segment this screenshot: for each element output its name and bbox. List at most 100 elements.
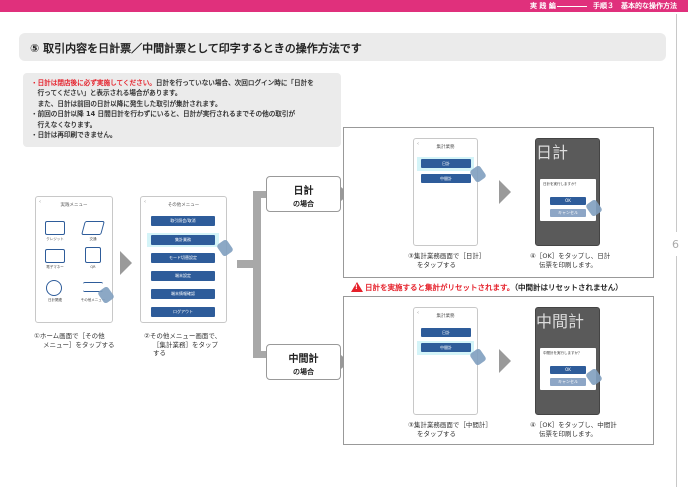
aggregate-screen-phone: ‹ 集計業務 日計 中間計: [413, 307, 487, 415]
section-title-band: ⑤ 取引内容を日計票／中間計票として印字するときの操作方法です: [19, 33, 666, 61]
connector-stem: [237, 260, 261, 268]
transit-card-icon[interactable]: [81, 221, 105, 235]
header-bar: 実 践 編 手順３ 基本的な操作方法: [0, 0, 688, 12]
aggregate-screen-title: 集計業務: [436, 145, 455, 150]
mode-box-daily: 日計 の場合: [266, 176, 341, 212]
mid-button[interactable]: 中間計: [421, 174, 471, 183]
aggregate-screen-phone: ‹ 集計業務 日計 中間計: [413, 138, 487, 246]
daily-dialog-phone: 日計 日計を実行しますか？ OK キャンセル: [535, 138, 603, 246]
header-section: 手順３ 基本的な操作方法: [593, 2, 677, 10]
clock-icon[interactable]: [46, 280, 62, 296]
close-icon: ‹: [417, 141, 419, 147]
step2-caption: ②その他メニュー画面で、 ［集計業務］をタップ する: [144, 332, 221, 358]
home-item-label: 日計関連: [48, 298, 62, 302]
step-arrow-icon: [499, 180, 511, 204]
daily-confirm-dialog: 日計を実行しますか？ OK キャンセル: [540, 179, 596, 221]
mid-dialog-phone: 中間計 中間計を実行しますか？ OK キャンセル: [535, 307, 603, 415]
menu-item-terminal-settings[interactable]: 端末設定: [151, 271, 215, 281]
mode-mid-sub: の場合: [293, 368, 314, 376]
daily-step3-caption: ③集計業務画面で［日計］ をタップする: [408, 252, 485, 269]
menu-item-transaction[interactable]: 取引照会/取消: [151, 216, 215, 226]
emoney-icon[interactable]: [45, 249, 65, 263]
section-title: ⑤ 取引内容を日計票／中間計票として印字するときの操作方法です: [30, 42, 362, 55]
home-item-label: その他メニュー: [80, 298, 106, 302]
mid-step4-caption-line: 伝票を印刷します。: [539, 429, 597, 438]
mid-step3-caption-line: をタップする: [417, 429, 456, 438]
daily-button[interactable]: 日計: [421, 159, 471, 168]
note-line-1-red: ・日計は閉店後に必ず実施してください。: [31, 79, 156, 87]
mid-cancel-button[interactable]: キャンセル: [550, 378, 586, 386]
daily-step3-caption-line: をタップする: [417, 260, 456, 269]
step2-caption-line: ［集計業務］をタップ: [153, 340, 218, 349]
mode-daily-sub: の場合: [293, 200, 314, 208]
warning-text-red: 日計を実施すると集計がリセットされます。: [365, 283, 515, 292]
header-category: 実 践 編: [530, 2, 556, 10]
mid-panel: ‹ 集計業務 日計 中間計 中間計 中間計を実行しますか？ OK キャンセル ③…: [343, 296, 654, 445]
note-line-1-rest: 日計を行っていない場合、次回ログイン時に「日計を: [155, 79, 314, 87]
warning-text: 日計を実施すると集計がリセットされます。（中間計はリセットされません）: [365, 282, 623, 293]
note-line-1: ・日計は閉店後に必ず実施してください。日計を行っていない場合、次回ログイン時に「…: [31, 78, 333, 88]
daily-panel: ‹ 集計業務 日計 中間計 日計 日計を実行しますか？ OK キャンセル ③集計…: [343, 127, 654, 278]
qr-code-icon[interactable]: [85, 247, 101, 263]
step1-caption-line: メニュー］をタップする: [43, 340, 115, 349]
notes-box: ・日計は閉店後に必ず実施してください。日計を行っていない場合、次回ログイン時に「…: [23, 73, 341, 147]
warning-text-rest: （中間計はリセットされません）: [514, 283, 623, 292]
close-icon: ‹: [417, 310, 419, 316]
note-line-2: 行ってください」と表示される場合があります。: [31, 89, 182, 98]
warning-icon: [351, 282, 363, 292]
step2-caption-line: する: [153, 349, 166, 357]
mid-dialog-header: 中間計: [536, 312, 585, 331]
note-line-6: ・日計は再印刷できません。: [31, 131, 117, 140]
close-icon: ‹: [144, 199, 146, 205]
menu-item-mode[interactable]: モード切替設定: [151, 253, 215, 263]
list-menu-icon[interactable]: [83, 282, 103, 292]
margin-line-top: [676, 14, 677, 232]
home-screen-title: 実践メニュー: [60, 203, 88, 208]
step-arrow-icon: [499, 349, 511, 373]
other-menu-phone: ‹ その他メニュー 取引照会/取消 集計業務 モード切替設定 端末設定 端末情報…: [140, 196, 234, 323]
mid-step3-caption: ③集計業務画面で［中間計］ をタップする: [408, 421, 492, 438]
home-item-label: 交通: [89, 237, 97, 241]
mid-confirm-dialog: 中間計を実行しますか？ OK キャンセル: [540, 348, 596, 390]
step-arrow-icon: [120, 251, 132, 275]
mid-dialog-question: 中間計を実行しますか？: [543, 351, 582, 355]
step1-caption: ①ホーム画面で［その他 メニュー］をタップする: [34, 332, 115, 349]
mid-button[interactable]: 中間計: [421, 343, 471, 352]
mid-step4-caption-line: ④［OK］をタップし、中間計: [530, 421, 617, 429]
daily-button[interactable]: 日計: [421, 328, 471, 337]
close-icon: ‹: [39, 199, 41, 205]
other-menu-title: その他メニュー: [167, 203, 200, 208]
note-line-5: 行えなくなります。: [31, 120, 97, 129]
daily-ok-button[interactable]: OK: [550, 197, 586, 205]
daily-step4-caption-line: 伝票を印刷します。: [539, 260, 597, 269]
margin-line-bottom: [676, 256, 677, 487]
header-divider: [557, 6, 587, 7]
menu-item-logout[interactable]: ログアウト: [151, 307, 215, 317]
home-item-label: QR: [90, 265, 96, 269]
daily-cancel-button[interactable]: キャンセル: [550, 209, 586, 217]
step2-caption-line: ②その他メニュー画面で、: [144, 332, 222, 340]
home-item-label: 電子マネー: [46, 265, 64, 269]
menu-item-aggregate[interactable]: 集計業務: [151, 235, 215, 245]
daily-step4-caption-line: ④［OK］をタップし、日計: [530, 252, 611, 260]
mid-step3-caption-line: ③集計業務画面で［中間計］: [408, 421, 492, 429]
step1-caption-line: ①ホーム画面で［その他: [34, 332, 105, 340]
mode-mid-label: 中間計: [288, 354, 319, 365]
aggregate-screen-title: 集計業務: [436, 314, 455, 319]
menu-item-terminal-info[interactable]: 端末情報確認: [151, 289, 215, 299]
mid-ok-button[interactable]: OK: [550, 366, 586, 374]
mid-step4-caption: ④［OK］をタップし、中間計 伝票を印刷します。: [530, 421, 617, 438]
note-line-3: また、日計は前回の日計以降に発生した取引が集計されます。: [31, 99, 222, 108]
home-screen-phone: ‹ 実践メニュー クレジット 交通 電子マネー QR 日計関連 その他メニュー: [35, 196, 115, 323]
daily-dialog-header: 日計: [536, 143, 569, 162]
warning-icon-mark: !: [355, 284, 358, 291]
connector-vertical: [253, 191, 261, 358]
note-line-4: ・前回の日計以降 14 日間日計を行わずにいると、日計が実行されるまでその他の取…: [31, 110, 296, 119]
daily-step4-caption: ④［OK］をタップし、日計 伝票を印刷します。: [530, 252, 610, 269]
home-item-label: クレジット: [46, 237, 64, 241]
daily-step3-caption-line: ③集計業務画面で［日計］: [408, 252, 486, 260]
card-icon[interactable]: [45, 221, 65, 235]
connector-top: [253, 191, 267, 198]
page-number: 6: [672, 238, 679, 251]
daily-dialog-question: 日計を実行しますか？: [543, 182, 578, 186]
